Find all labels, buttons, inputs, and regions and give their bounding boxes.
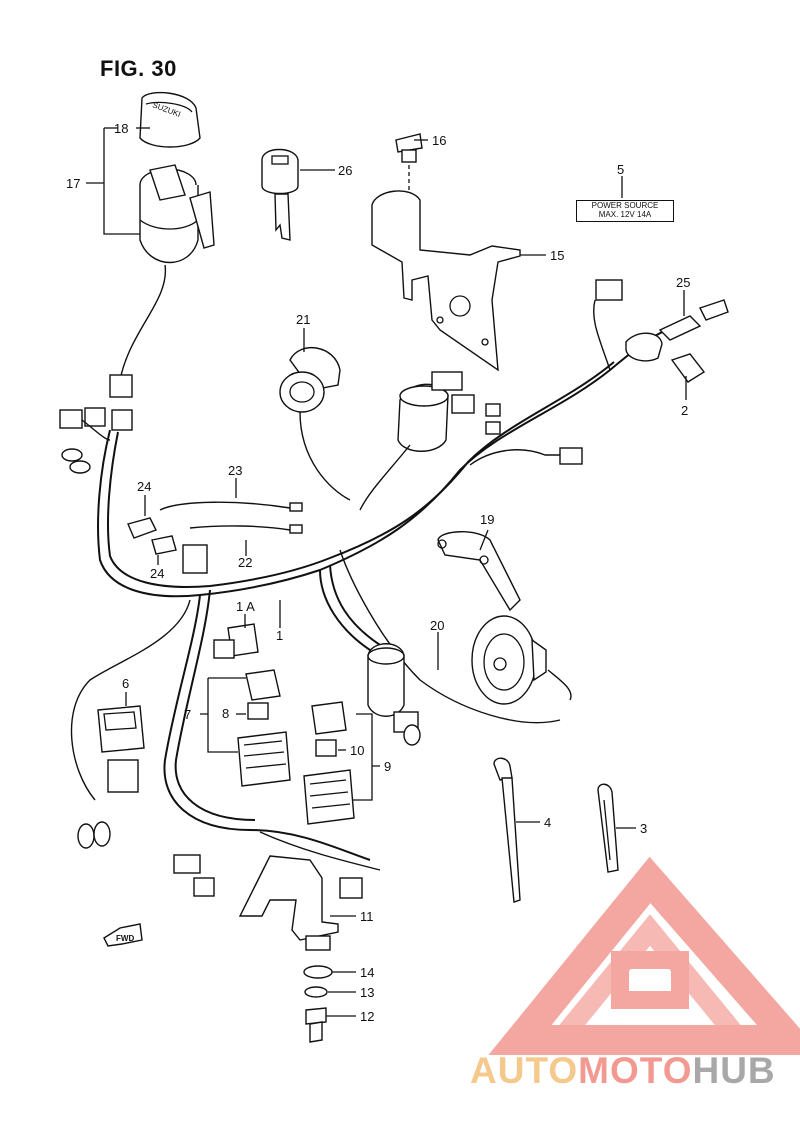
callout-17: 17: [66, 176, 80, 191]
callout-15: 15: [550, 248, 564, 263]
callout-19: 19: [480, 512, 494, 527]
callout-1a: 1 A: [236, 599, 255, 614]
main-wiring-harness: [70, 299, 681, 861]
callout-7: 7: [184, 707, 191, 722]
lower-bracket: [173, 831, 381, 951]
brand-part-moto: MOTO: [578, 1050, 693, 1091]
cable-ties: [493, 757, 619, 903]
callout-16: 16: [432, 133, 446, 148]
callout-4: 4: [544, 815, 551, 830]
horn-assembly: [437, 531, 572, 705]
callout-22: 22: [238, 555, 252, 570]
handlebar-switch: [279, 346, 351, 501]
callout-13: 13: [360, 985, 374, 1000]
callout-8: 8: [222, 706, 229, 721]
ignition-switch: SUZUKI: [109, 91, 215, 398]
callout-24-lower: 24: [150, 566, 164, 581]
fasteners: [303, 965, 333, 1043]
callout-5: 5: [617, 162, 624, 177]
fuse-box-7: [237, 669, 291, 787]
callout-1: 1: [276, 628, 283, 643]
forward-arrow: FWD: [103, 923, 143, 947]
callout-3: 3: [640, 821, 647, 836]
callout-21: 21: [296, 312, 310, 327]
callout-14: 14: [360, 965, 374, 980]
lead-wires: [127, 501, 303, 574]
callout-24-upper: 24: [137, 479, 151, 494]
condenser-unit: [359, 371, 501, 511]
callout-20: 20: [430, 618, 444, 633]
callout-labels: 18 17 26 16 5 15 25 2 21 23 24 24 22 19 …: [66, 121, 690, 1024]
power-source-label: POWER SOURCE MAX. 12V 14A: [576, 200, 674, 222]
key: [261, 148, 299, 241]
callout-18: 18: [114, 121, 128, 136]
callout-12: 12: [360, 1009, 374, 1024]
fuse-box-9: [303, 701, 355, 825]
brand-part-auto: AUTO: [470, 1050, 579, 1091]
connector-cluster-left: [59, 407, 133, 474]
callout-10: 10: [350, 743, 364, 758]
watermark-logo: [488, 856, 800, 1055]
bracket-assembly: [371, 133, 521, 372]
callout-25: 25: [676, 275, 690, 290]
label-line-2: MAX. 12V 14A: [598, 210, 652, 219]
connector-right: [559, 279, 729, 465]
regulator-unit: [77, 705, 145, 849]
relay-1a: [213, 623, 259, 659]
ignition-coil: [367, 643, 421, 746]
callout-6: 6: [122, 676, 129, 691]
fwd-label: FWD: [116, 934, 134, 943]
callout-11: 11: [360, 909, 374, 924]
callout-26: 26: [338, 163, 352, 178]
brand-part-hub: HUB: [692, 1050, 776, 1091]
watermark-brand: AUTOMOTOHUB: [470, 1050, 776, 1092]
callout-23: 23: [228, 463, 242, 478]
label-line-1: POWER SOURCE: [591, 201, 659, 210]
callout-2: 2: [681, 403, 688, 418]
callout-9: 9: [384, 759, 391, 774]
leader-lines: [86, 127, 687, 1017]
figure-title: FIG. 30: [100, 56, 177, 81]
